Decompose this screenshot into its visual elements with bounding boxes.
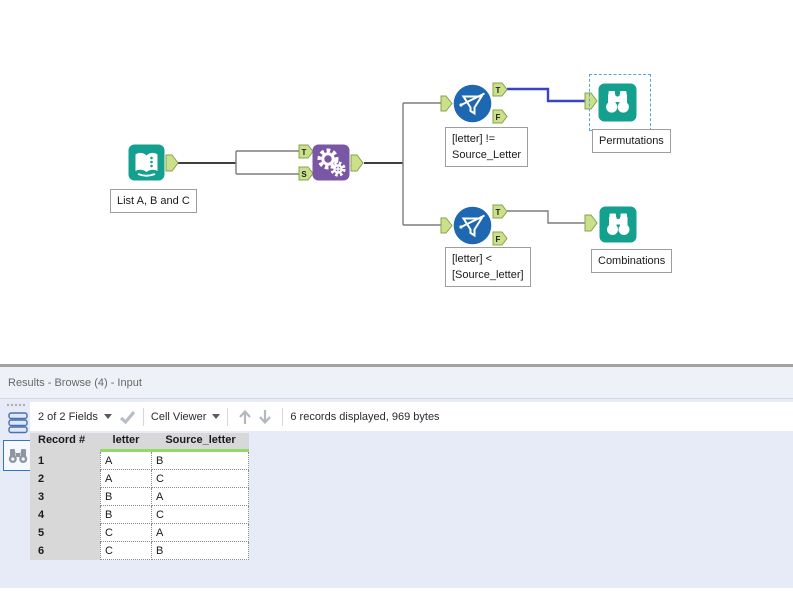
panel-splitter[interactable] [0, 364, 793, 367]
letter-cell[interactable]: A [100, 470, 152, 488]
table-header-row: Record # letter Source_letter [30, 433, 249, 452]
letter-cell[interactable]: A [100, 452, 152, 470]
tool-annotation-input[interactable]: List A, B and C [110, 189, 197, 213]
toolbar-separator [142, 407, 144, 426]
record-number-cell[interactable]: 3 [30, 488, 100, 506]
filter2-false-anchor[interactable] [492, 231, 508, 246]
column-header-letter[interactable]: letter [100, 433, 152, 452]
append-output-anchor[interactable] [350, 154, 364, 172]
toolbar-separator [227, 407, 229, 426]
arrow-up-icon [239, 409, 252, 424]
wire-filter1-true-to-permutations-selected[interactable] [507, 87, 586, 103]
record-number-cell[interactable]: 6 [30, 542, 100, 560]
filter1-true-anchor[interactable] [492, 82, 508, 97]
cell-viewer-dropdown[interactable]: Cell Viewer [150, 410, 207, 423]
letter-cell[interactable]: B [100, 506, 152, 524]
filter1-true-anchor-letter: T [496, 86, 501, 95]
column-header-record[interactable]: Record # [30, 433, 100, 452]
source-letter-cell[interactable]: B [152, 542, 249, 560]
results-panel: Results - Browse (4) - Input [0, 364, 793, 595]
table-row: 6 C B [30, 542, 249, 560]
table-row: 5 C A [30, 524, 249, 542]
prev-record-button[interactable] [237, 408, 253, 426]
caret-down-icon [212, 414, 221, 419]
source-letter-cell[interactable]: B [152, 452, 249, 470]
filter2-input-anchor[interactable] [440, 217, 453, 234]
results-panel-body: 2 of 2 Fields Cell Viewer 6 records disp… [0, 399, 793, 595]
wire-to-filters[interactable] [402, 102, 441, 226]
table-row: 4 B C [30, 506, 249, 524]
record-number-cell[interactable]: 2 [30, 470, 100, 488]
connection-wires [178, 87, 586, 226]
arrow-down-icon [259, 409, 272, 424]
table-row: 3 B A [30, 488, 249, 506]
toolbar-separator [282, 407, 284, 426]
append-source-anchor-letter: S [301, 170, 307, 179]
tool-annotation-combinations[interactable]: Combinations [591, 249, 673, 273]
record-number-cell[interactable]: 4 [30, 506, 100, 524]
filter-tool-1[interactable] [453, 84, 492, 128]
source-letter-cell[interactable]: C [152, 470, 249, 488]
caret-down-icon [103, 414, 112, 419]
browse-tool-permutations[interactable] [598, 83, 637, 127]
fields-dropdown-caret[interactable] [103, 414, 112, 419]
wire-filter2-true-to-combinations[interactable] [507, 210, 586, 224]
filter-icon [453, 206, 492, 245]
filter-icon [453, 84, 492, 123]
record-number-cell[interactable]: 1 [30, 452, 100, 470]
wire-split-to-append[interactable] [235, 150, 299, 175]
filter-tool-2[interactable] [453, 206, 492, 250]
workflow-canvas[interactable]: T S T F T F Li [0, 0, 793, 364]
append-source-anchor[interactable] [298, 166, 314, 181]
panel-drag-handle[interactable] [6, 403, 30, 407]
next-record-button[interactable] [257, 408, 273, 426]
tool-anchors: T S T F T F [165, 82, 598, 246]
panel-bottom-margin [0, 588, 793, 595]
browse-view-tab[interactable] [3, 440, 32, 471]
table-row: 1 A B [30, 452, 249, 470]
filter1-input-anchor[interactable] [440, 95, 453, 112]
text-input-tool[interactable] [128, 144, 165, 186]
append-target-anchor-letter: T [302, 148, 307, 157]
binoculars-icon [599, 206, 637, 243]
records-count-text: 6 records displayed, 969 bytes [290, 410, 440, 423]
text-input-icon [128, 144, 165, 181]
input-output-anchor[interactable] [165, 154, 179, 172]
binoculars-icon [598, 83, 637, 122]
letter-cell[interactable]: C [100, 524, 152, 542]
source-letter-cell[interactable]: A [152, 524, 249, 542]
filter1-false-anchor[interactable] [492, 109, 508, 124]
data-grid-icon[interactable] [7, 412, 29, 434]
cell-viewer-caret[interactable] [212, 414, 221, 419]
tool-annotation-filter1[interactable]: [letter] != Source_Letter [445, 127, 529, 167]
filter1-false-anchor-letter: F [496, 113, 501, 122]
filter2-false-anchor-letter: F [496, 235, 501, 244]
results-table: Record # letter Source_letter 1 A B 2 A … [30, 433, 249, 560]
column-header-source-letter[interactable]: Source_letter [152, 433, 249, 452]
connections-layer: T S T F T F [165, 82, 598, 246]
filter2-true-anchor-letter: T [496, 208, 501, 217]
checkmark-icon [119, 410, 136, 424]
filter2-true-anchor[interactable] [492, 204, 508, 219]
source-letter-cell[interactable]: C [152, 506, 249, 524]
table-row: 2 A C [30, 470, 249, 488]
results-toolbar: 2 of 2 Fields Cell Viewer 6 records disp… [30, 402, 793, 431]
append-fields-tool[interactable] [312, 144, 350, 186]
results-panel-title: Results - Browse (4) - Input [8, 376, 142, 389]
permutations-input-anchor[interactable] [584, 92, 598, 110]
append-fields-icon [312, 144, 350, 181]
browse-tool-combinations[interactable] [599, 206, 637, 248]
fields-dropdown[interactable]: 2 of 2 Fields [38, 410, 98, 423]
tool-annotation-filter2[interactable]: [letter] < [Source_letter] [445, 247, 531, 287]
results-panel-header: Results - Browse (4) - Input [0, 367, 793, 399]
letter-cell[interactable]: C [100, 542, 152, 560]
append-target-anchor[interactable] [298, 144, 314, 159]
letter-cell[interactable]: B [100, 488, 152, 506]
combinations-input-anchor[interactable] [584, 214, 598, 232]
apply-fields-button[interactable] [119, 410, 136, 424]
record-number-cell[interactable]: 5 [30, 524, 100, 542]
source-letter-cell[interactable]: A [152, 488, 249, 506]
tool-annotation-permutations[interactable]: Permutations [592, 129, 671, 153]
binoculars-gray-icon [8, 448, 27, 463]
